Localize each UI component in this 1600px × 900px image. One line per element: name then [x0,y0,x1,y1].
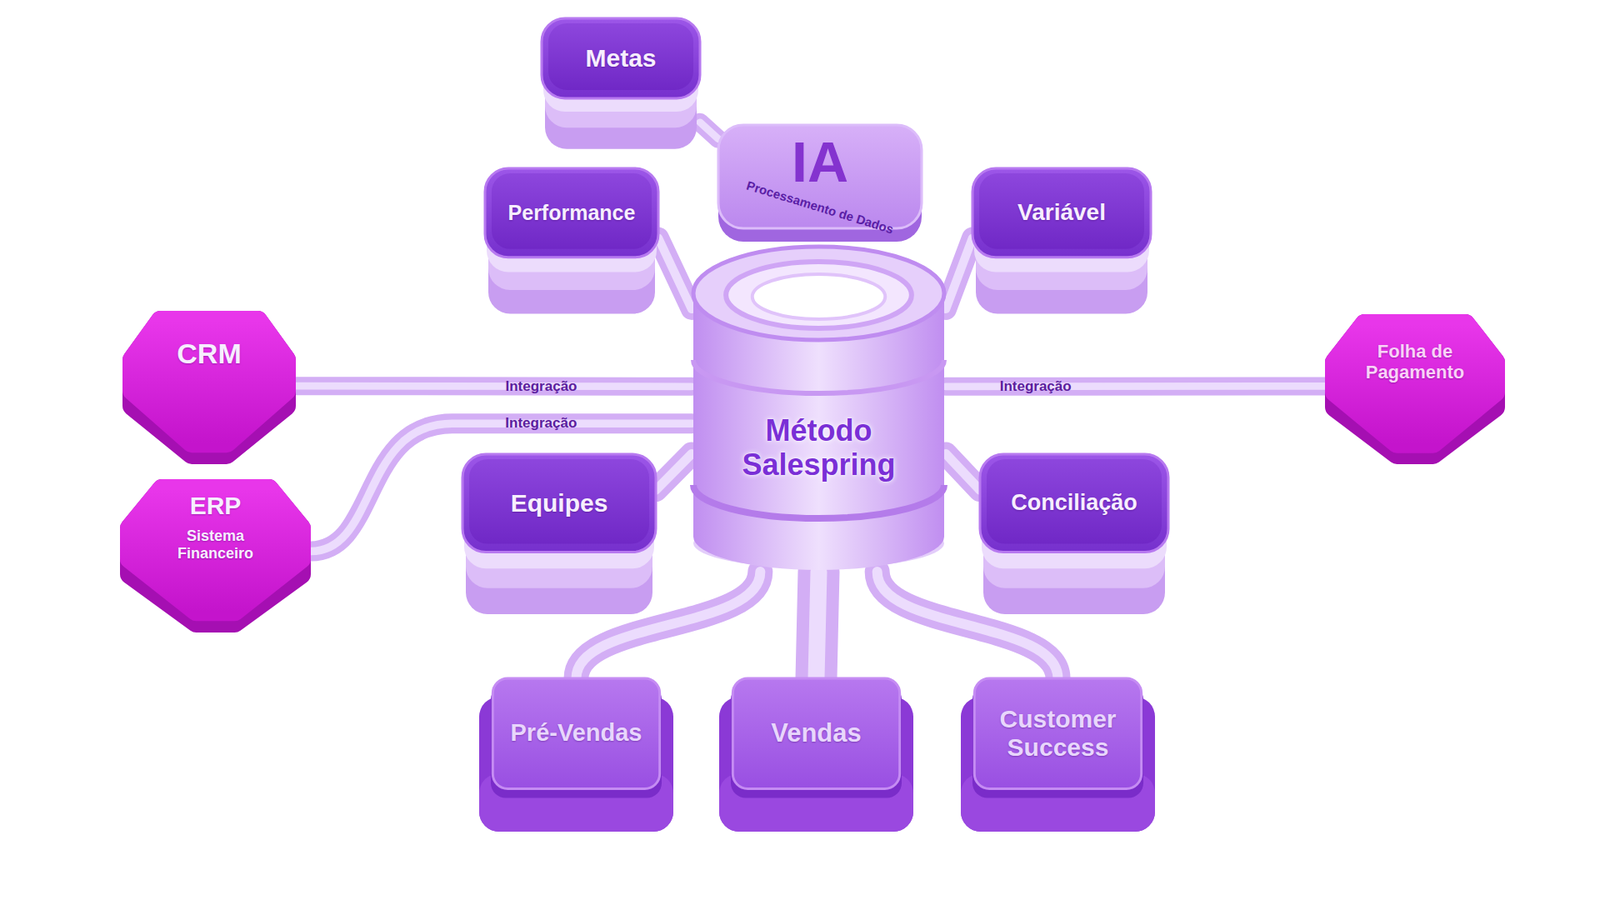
area-button: Vendas [719,678,914,832]
button-face [492,678,660,789]
pipe-highlight [658,238,692,310]
node-outline [980,454,1169,618]
edge-label: Integração [1000,378,1072,395]
tile-face [485,168,659,258]
node-title: ERP [120,489,311,523]
node-title: Variável [972,168,1151,258]
area-button: Pré-Vendas [479,678,674,832]
module-tile: Metas [541,18,700,152]
pipe-highlight [816,571,820,679]
pipe-body [816,571,820,679]
hub-band [693,360,945,394]
node-outline [972,168,1151,317]
pipe-body [945,376,1325,395]
node-outline [462,454,656,618]
central-hub: Método Salespring [691,235,946,572]
hub-glow [752,274,886,320]
node-outline [691,235,946,572]
node-title: CRM [122,322,296,386]
tile-face [972,168,1151,258]
node-outline [541,18,700,152]
pipe-connector [655,454,692,491]
pipe-connector [816,571,820,679]
node-title: Folha de Pagamento [1348,324,1482,400]
area-button: Customer Success [960,678,1155,832]
hub-band [693,485,945,519]
pipe-connector [700,122,719,140]
node-outline [122,310,296,465]
button-face [732,678,900,789]
node-title: Pré-Vendas [492,678,660,789]
pipe-body [658,238,692,310]
edge-label: Integração [505,378,578,395]
hub-top [693,246,945,340]
node-title: Equipes [462,454,656,553]
node-title: Conciliação [980,454,1169,553]
system-side [1335,324,1495,455]
module-tile: Performance [485,168,659,317]
node-title: Customer Success [974,678,1142,789]
module-tile: Conciliação [980,454,1169,618]
system-face [1335,324,1495,444]
node-outline [485,168,659,317]
node-subtitle: Sistema Financeiro [153,524,278,566]
tile-face [462,454,656,553]
pipe-body [945,454,980,491]
pipe-body [295,376,692,396]
tile-face [980,454,1169,553]
pipe-body [655,454,692,491]
integration-system: Folha de Pagamento [1325,314,1505,465]
pipe-highlight [295,382,692,390]
module-tile: Equipes [462,454,656,618]
pipe-body [700,122,719,140]
integration-system: ERPSistema Financeiro [120,479,311,633]
pipe-highlight [700,122,719,140]
hub-ring [725,261,912,329]
pipe-body [310,423,692,551]
button-face [974,678,1141,789]
pipe-connector [658,238,692,310]
pipe-highlight [945,238,973,310]
node-outline [1325,314,1505,465]
pipe-connector [945,454,980,491]
tile-face [541,18,700,99]
node-title: Metas [541,18,700,99]
node-outline [479,678,674,832]
node-title: Vendas [732,678,900,789]
node-title: Performance [485,168,659,258]
edge-label: Integração [505,415,577,432]
pipe-connector [310,423,692,551]
pipe-highlight [655,454,692,491]
node-title: Método Salespring [720,393,917,502]
pipe-connector [945,238,973,310]
pipe-highlight [945,454,980,491]
module-tile: Variável [972,168,1151,317]
pipe-connector [295,385,692,388]
pipe-body [945,238,973,310]
node-outline [719,678,914,832]
pipe-highlight [310,423,692,551]
ai-block: IAProcessamento de Dados [718,125,922,242]
integration-system: CRM [122,310,296,465]
